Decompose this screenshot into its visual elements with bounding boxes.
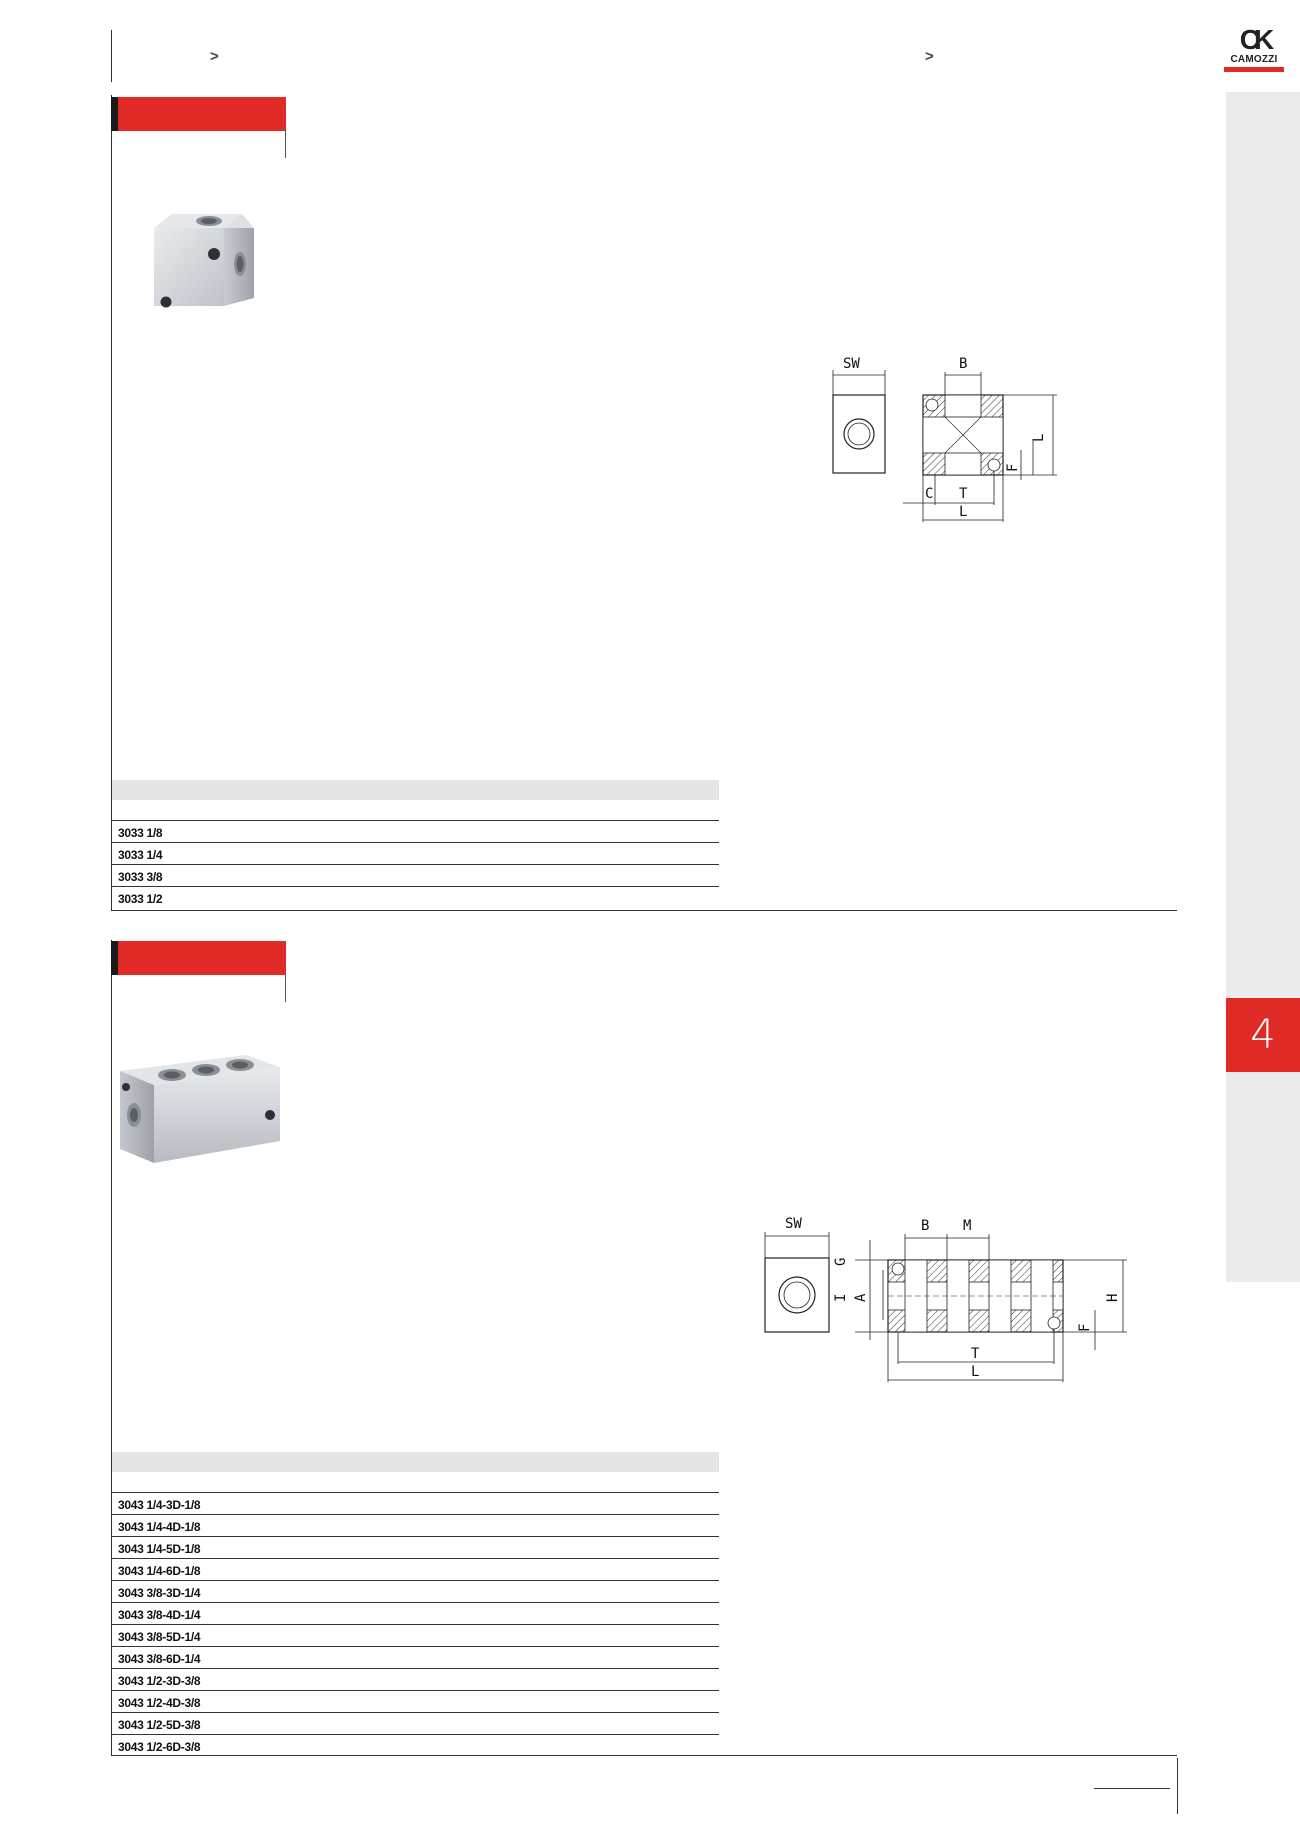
manifold-block-dimension-drawing: SW B M G I A H F: [764, 1216, 1127, 1382]
table-subheader-row: [112, 800, 719, 821]
logo-wordmark: CAMOZZI: [1230, 54, 1278, 65]
dim-label-sw: SW: [843, 356, 860, 372]
footer-rule: [1094, 1788, 1170, 1789]
table-row: 3033 1/4: [112, 843, 719, 865]
dim-label-h: H: [1105, 1294, 1121, 1302]
chapter-side-tab: [1226, 92, 1300, 1282]
breadcrumb-separator-right: >: [925, 48, 934, 65]
table-header-row: [112, 1452, 719, 1472]
dim-label-f-2: F: [1077, 1324, 1093, 1332]
dim-label-f: F: [1005, 464, 1021, 472]
dim-label-l-vertical: L: [1031, 434, 1047, 442]
table-row: 3043 3/8-3D-1/4: [112, 1581, 719, 1603]
dim-label-t: T: [959, 486, 968, 502]
table-row: 3043 1/4-3D-1/8: [112, 1493, 719, 1515]
manifold-block-photo: [120, 1055, 280, 1163]
breadcrumb-separator-left: >: [210, 48, 219, 65]
section-2-tab-tail: [285, 974, 286, 1002]
footer-vertical-rule: [1177, 1758, 1178, 1814]
table-header-row: [112, 780, 719, 800]
cross-block-photo: [154, 214, 254, 308]
table-row: 3043 1/4-6D-1/8: [112, 1559, 719, 1581]
section-1-left-rule: [111, 95, 112, 910]
table-row: 3043 1/2-5D-3/8: [112, 1713, 719, 1735]
dim-label-c: C: [925, 486, 933, 502]
dim-label-l-horizontal: L: [959, 504, 967, 520]
logo-mark: CK: [1239, 24, 1274, 55]
header-rule: [111, 30, 112, 82]
section-2-title-tab: [111, 941, 286, 975]
section-1-bottom-rule: [111, 910, 1177, 911]
camozzi-logo: CK CAMOZZI: [1224, 26, 1284, 72]
table-row: 3043 1/2-4D-3/8: [112, 1691, 719, 1713]
dim-label-l-2: L: [971, 1364, 979, 1380]
dim-label-sw-2: SW: [785, 1216, 802, 1232]
table-row: 3033 1/2: [118, 892, 163, 906]
section-1-title-tab: [111, 97, 286, 131]
cross-block-dimension-drawing: SW B L F C T L: [832, 356, 1057, 522]
table-subheader-row: [112, 1472, 719, 1493]
logo-underline: [1224, 67, 1284, 72]
table-row: 3043 1/4-5D-1/8: [112, 1537, 719, 1559]
table-row: 3043 3/8-6D-1/4: [112, 1647, 719, 1669]
dim-label-t-2: T: [971, 1346, 980, 1362]
dim-label-a: A: [853, 1293, 869, 1302]
table-row: 3033 1/8: [112, 821, 719, 843]
table-row: 3043 1/4-4D-1/8: [112, 1515, 719, 1537]
dim-label-g: G: [833, 1258, 849, 1266]
dim-label-b-2: B: [921, 1218, 929, 1234]
table-row: 3033 3/8: [112, 865, 719, 887]
dim-label-i: I: [833, 1294, 849, 1302]
table-row: 3043 1/2-3D-3/8: [112, 1669, 719, 1691]
section-2-bottom-rule: [111, 1755, 1177, 1756]
table-row: 3043 1/2-6D-3/8: [118, 1740, 201, 1754]
section-1-tab-tail: [285, 130, 286, 158]
section-2-left-rule: [111, 940, 112, 1755]
table-row: 3043 3/8-5D-1/4: [112, 1625, 719, 1647]
table-row: 3043 3/8-4D-1/4: [112, 1603, 719, 1625]
chapter-number-tab[interactable]: 4: [1226, 998, 1300, 1072]
section-1-dimension-table: 3033 1/8 3033 1/4 3033 3/8 3033 1/2: [112, 780, 719, 909]
dim-label-b: B: [959, 356, 967, 372]
section-2-dimension-table: 3043 1/4-3D-1/8 3043 1/4-4D-1/8 3043 1/4…: [112, 1452, 719, 1757]
dim-label-m: M: [963, 1218, 971, 1234]
